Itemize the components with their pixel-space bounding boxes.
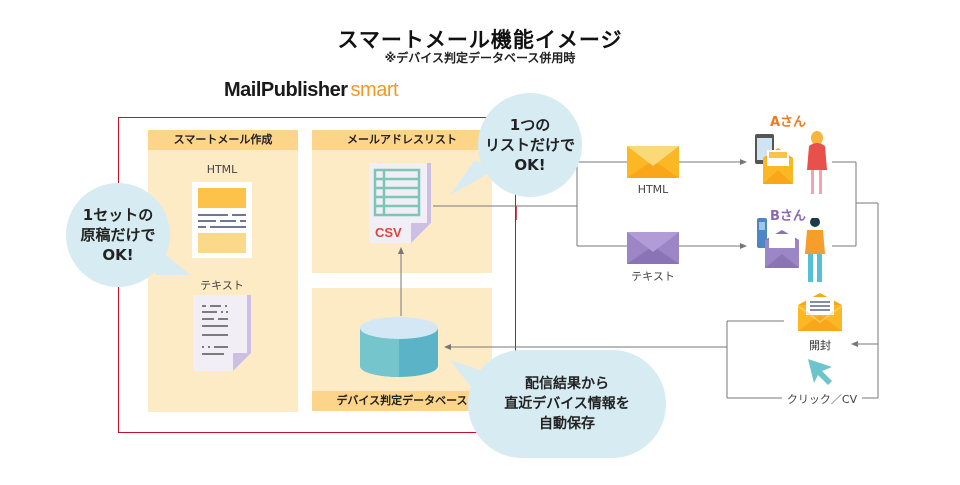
bubble-one-list: 1つの リストだけで OK!: [478, 93, 582, 197]
bubble-auto-save: 配信結果から 直近デバイス情報を 自動保存: [468, 350, 666, 458]
diagram-title: スマートメール機能イメージ: [337, 28, 623, 52]
cursor-arrow-icon: [808, 359, 832, 385]
person-a-icon: [811, 131, 823, 145]
text-doc-label: テキスト: [200, 279, 244, 292]
database-icon: [360, 317, 438, 377]
recipient-b-name: Bさん: [770, 209, 806, 224]
recipient-a-illustration: [755, 131, 827, 194]
panel-title: スマートメール作成: [148, 130, 298, 150]
bubble-one-set: 1セットの 原稿だけで OK!: [66, 183, 170, 287]
opened-mail-icon: [798, 293, 842, 331]
csv-file-icon: [369, 163, 431, 243]
html-mail-label: HTML: [637, 183, 669, 196]
open-label: 開封: [809, 339, 831, 352]
text-mail-label: テキスト: [631, 270, 675, 283]
text-mail-icon: [627, 232, 679, 264]
csv-label: CSV: [375, 225, 402, 240]
text-document-icon: [193, 295, 251, 371]
html-mail-icon: [627, 146, 679, 178]
logo-accent: smart: [350, 79, 399, 101]
html-doc-label: HTML: [206, 163, 238, 176]
person-b-icon: [810, 218, 820, 227]
panel-title: メールアドレスリスト: [312, 130, 492, 150]
click-cv-label: クリック／CV: [782, 391, 862, 407]
html-document-icon: [192, 182, 252, 258]
recipient-a-name: Aさん: [770, 115, 807, 130]
logo-main: MailPublisher: [224, 79, 348, 101]
diagram-subtitle: ※デバイス判定データベース併用時: [384, 51, 576, 65]
panel-title: デバイス判定データベース: [312, 391, 492, 411]
recipient-b-illustration: [757, 218, 825, 282]
